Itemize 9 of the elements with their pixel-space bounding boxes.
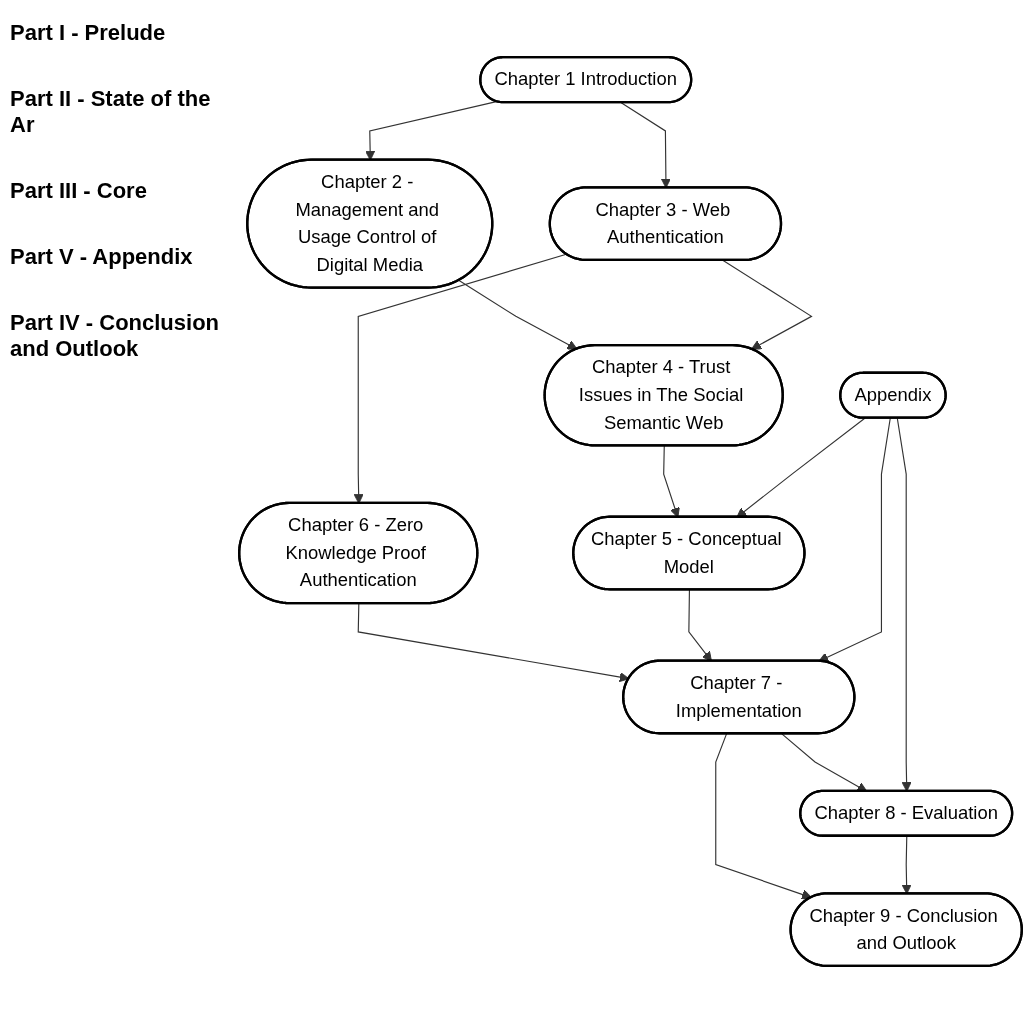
arrow (818, 417, 891, 662)
arrow (715, 733, 812, 900)
arrow (722, 259, 813, 350)
section-heading: Part II - State of the Ar (10, 86, 212, 138)
section-heading: Part V - Appendix (10, 244, 194, 270)
section-heading: Part III - Core (10, 178, 148, 204)
section-heading: Part IV - Conclusion and Outlook (10, 310, 220, 362)
section-heading: Part I - Prelude (10, 20, 167, 46)
arrow (458, 279, 578, 350)
